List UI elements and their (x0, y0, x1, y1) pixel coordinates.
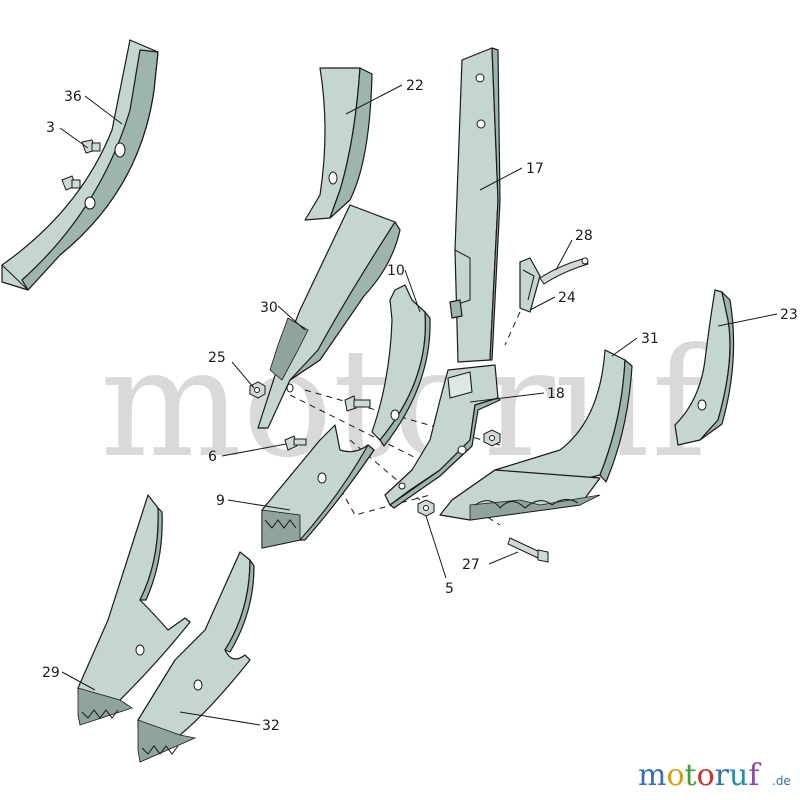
part-5-nuts (417, 499, 435, 517)
logo-letter: o (697, 758, 715, 793)
part-17-standard-bar (449, 47, 501, 363)
callout-18: 18 (547, 386, 565, 402)
logo-letter: u (729, 758, 748, 793)
part-6-bolt (284, 435, 307, 451)
callout-10: 10 (387, 263, 405, 279)
logo-wordmark: motoruf (638, 758, 761, 793)
part-29-left-share (77, 494, 191, 726)
part-3-bolts (61, 139, 101, 191)
callout-3: 3 (46, 120, 55, 136)
callout-23: 23 (780, 307, 798, 323)
motoruf-logo: motoruf .de (638, 758, 791, 793)
part-31-rear-share (439, 349, 633, 521)
callout-6: 6 (208, 449, 217, 465)
part-27-long-bolt (507, 537, 549, 563)
part-22-upper-wing (304, 67, 373, 221)
callout-22: 22 (406, 78, 424, 94)
logo-letter: o (666, 758, 684, 793)
callout-labels: 3 36 22 17 28 24 10 30 25 31 23 18 6 9 2… (42, 78, 798, 734)
bolt-carriage (344, 395, 371, 412)
callout-5: 5 (445, 581, 454, 597)
part-36-curved-bar (1, 39, 159, 291)
part-25-nut (249, 381, 266, 399)
logo-letter: f (748, 758, 761, 793)
logo-letter: t (685, 758, 697, 793)
callout-32: 32 (262, 718, 280, 734)
logo-letter: m (638, 758, 666, 793)
callout-28: 28 (575, 228, 593, 244)
part-28-clip-pin (539, 257, 589, 285)
part-9-lower-share (261, 424, 375, 549)
part-10-curved-tine (371, 284, 431, 447)
part-18-shank (384, 364, 501, 509)
part-24-hook-clip (519, 257, 541, 313)
callout-29: 29 (42, 665, 60, 681)
callout-31: 31 (641, 331, 659, 347)
logo-suffix: .de (772, 774, 791, 788)
callout-36: 36 (64, 89, 82, 105)
part-32-right-share (137, 551, 255, 763)
callout-30: 30 (260, 300, 278, 316)
logo-letter: r (715, 758, 730, 793)
callout-17: 17 (526, 161, 544, 177)
part-23-side-wing (674, 289, 735, 446)
callout-9: 9 (216, 493, 225, 509)
callout-25: 25 (208, 350, 226, 366)
nut-right (483, 429, 501, 447)
callout-24: 24 (558, 290, 576, 306)
callout-27: 27 (462, 557, 480, 573)
part-30-upper-blade (257, 204, 401, 429)
leader-lines (59, 84, 778, 726)
